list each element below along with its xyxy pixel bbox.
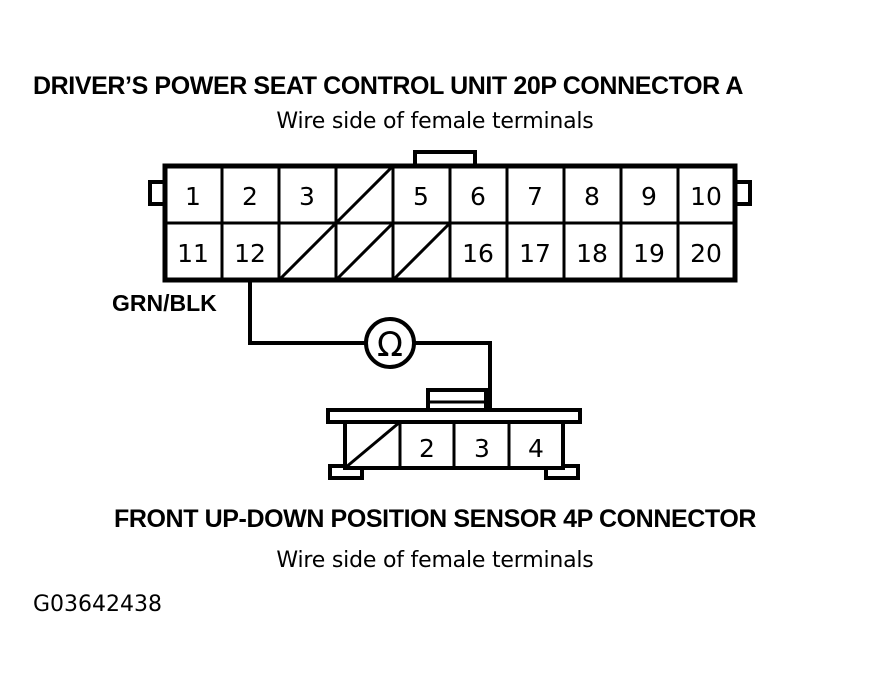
bottom-connector-subtitle: Wire side of female terminals xyxy=(276,548,593,573)
pin-label: 11 xyxy=(177,239,209,268)
bottom-blank-diagonal-pin1 xyxy=(344,420,401,470)
pin-label: 5 xyxy=(413,182,429,211)
bottom-connector-4p: 2 3 4 xyxy=(326,388,582,480)
pin-label: 7 xyxy=(527,182,543,211)
test-lead-wire-right xyxy=(412,341,492,414)
top-blank-diagonal-pin4 xyxy=(334,164,395,225)
pin-label: 4 xyxy=(528,434,544,463)
top-connector-right-tab xyxy=(735,180,752,206)
bottom-connector-title: FRONT UP-DOWN POSITION SENSOR 4P CONNECT… xyxy=(114,505,756,533)
pin-label: 20 xyxy=(690,239,722,268)
wire-path-to-pin3 xyxy=(412,341,492,414)
top-blank-diagonal-pin15 xyxy=(391,221,452,282)
top-blank-diagonal-pin14 xyxy=(334,221,395,282)
pin-label: 12 xyxy=(234,239,266,268)
pin-label: 19 xyxy=(633,239,665,268)
test-lead-wire-left xyxy=(248,278,368,345)
wire-path-from-pin12 xyxy=(248,278,368,345)
pin-label: 17 xyxy=(519,239,551,268)
top-connector-subtitle: Wire side of female terminals xyxy=(276,109,593,134)
wire-color-label: GRN/BLK xyxy=(112,290,217,316)
ohmmeter-symbol: Ω xyxy=(364,317,416,369)
pin-label: 10 xyxy=(690,182,722,211)
top-connector-title: DRIVER’S POWER SEAT CONTROL UNIT 20P CON… xyxy=(33,72,743,100)
top-connector-20p: 1 2 3 5 6 7 8 9 10 11 12 16 17 18 19 20 xyxy=(148,150,752,283)
pin-label: 16 xyxy=(462,239,494,268)
figure-reference-code: G03642438 xyxy=(33,592,162,617)
pin-label: 8 xyxy=(584,182,600,211)
pin-label: 1 xyxy=(185,182,201,211)
omega-icon: Ω xyxy=(377,325,403,365)
pin-label: 3 xyxy=(299,182,315,211)
pin-label: 18 xyxy=(576,239,608,268)
top-blank-diagonal-pin13 xyxy=(277,221,338,282)
left-tab-outline xyxy=(148,180,165,206)
top-connector-left-tab xyxy=(148,180,165,206)
pin-label: 2 xyxy=(242,182,258,211)
pin-label: 2 xyxy=(419,434,435,463)
pin-label: 6 xyxy=(470,182,486,211)
pin-label: 3 xyxy=(474,434,490,463)
pin-label: 9 xyxy=(641,182,657,211)
right-tab-outline xyxy=(735,180,752,206)
